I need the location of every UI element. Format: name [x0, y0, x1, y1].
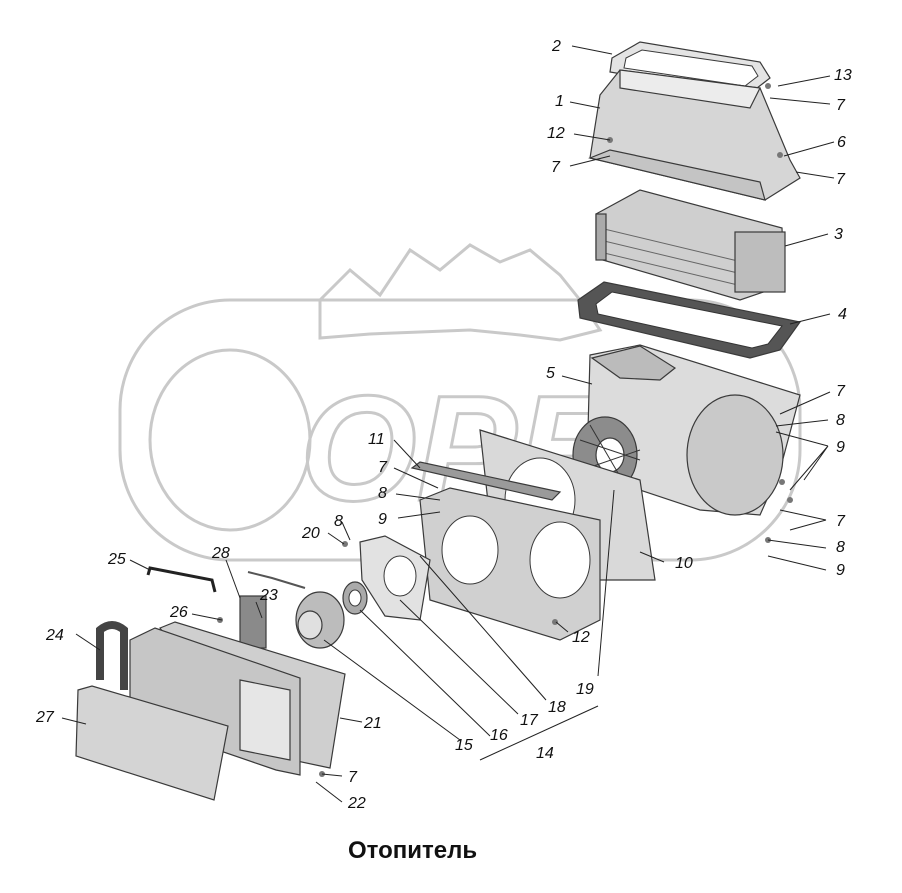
- callout-10: 10: [675, 555, 693, 572]
- callout-16: 16: [490, 727, 508, 744]
- callout-4: 4: [838, 306, 847, 323]
- callout-26: 26: [169, 604, 188, 621]
- callout-9: 9: [378, 511, 387, 528]
- callout-12: 12: [572, 629, 590, 646]
- callout-25: 25: [107, 551, 126, 568]
- part-4-frame-gasket: [577, 281, 802, 359]
- callout-8: 8: [378, 485, 387, 502]
- callout-24: 24: [45, 627, 64, 644]
- callout-27: 27: [35, 709, 55, 726]
- part-14-motor-plate: [419, 487, 601, 641]
- leader-lines: [61, 45, 835, 803]
- callout-8: 8: [836, 539, 845, 556]
- callout-13: 13: [834, 67, 852, 84]
- callout-7: 7: [551, 159, 561, 176]
- callout-9: 9: [836, 562, 845, 579]
- callout-14: 14: [536, 745, 554, 762]
- callout-9: 9: [836, 439, 845, 456]
- part-1-top-cover: [588, 69, 801, 201]
- part-28-wire: [247, 571, 306, 589]
- part-24-hose: [96, 621, 128, 690]
- callout-12: 12: [547, 125, 565, 142]
- callout-2: 2: [551, 38, 561, 55]
- part-18-shield-hole: [383, 555, 417, 597]
- callout-20: 20: [301, 525, 320, 542]
- callout-1: 1: [555, 93, 564, 110]
- callout-7: 7: [348, 769, 358, 786]
- callout-6: 6: [837, 134, 846, 151]
- diagram-title: Отопитель: [348, 837, 477, 864]
- callout-7: 7: [836, 171, 846, 188]
- callout-18: 18: [548, 699, 566, 716]
- part-5-fan-housing: [587, 344, 801, 516]
- part-2-top-gasket-inner: [623, 49, 759, 87]
- part-27-front-panel: [75, 685, 229, 801]
- callout-labels: 2 1 13 7 12 6 7 7 3 4 5 7 8 9 11 7 8 9 2…: [35, 38, 852, 812]
- callout-8: 8: [836, 412, 845, 429]
- callout-5: 5: [546, 365, 555, 382]
- part-11-bar: [410, 461, 562, 501]
- callout-22: 22: [347, 795, 366, 812]
- callout-21: 21: [363, 715, 382, 732]
- callout-7: 7: [836, 383, 846, 400]
- callout-7: 7: [378, 459, 388, 476]
- callout-15: 15: [455, 737, 473, 754]
- callout-7: 7: [836, 97, 846, 114]
- part-3-radiator: [595, 189, 786, 301]
- callout-17: 17: [520, 712, 539, 729]
- callout-7: 7: [836, 513, 846, 530]
- callout-8: 8: [334, 513, 343, 530]
- part-15-motor: [295, 591, 345, 649]
- callout-23: 23: [259, 587, 278, 604]
- part-25-handle: [146, 566, 217, 593]
- part-17-washer-hole: [348, 589, 362, 607]
- callout-19: 19: [576, 681, 594, 698]
- callout-28: 28: [211, 545, 230, 562]
- fasteners: [217, 83, 793, 777]
- callout-3: 3: [834, 226, 843, 243]
- callout-11: 11: [368, 431, 385, 448]
